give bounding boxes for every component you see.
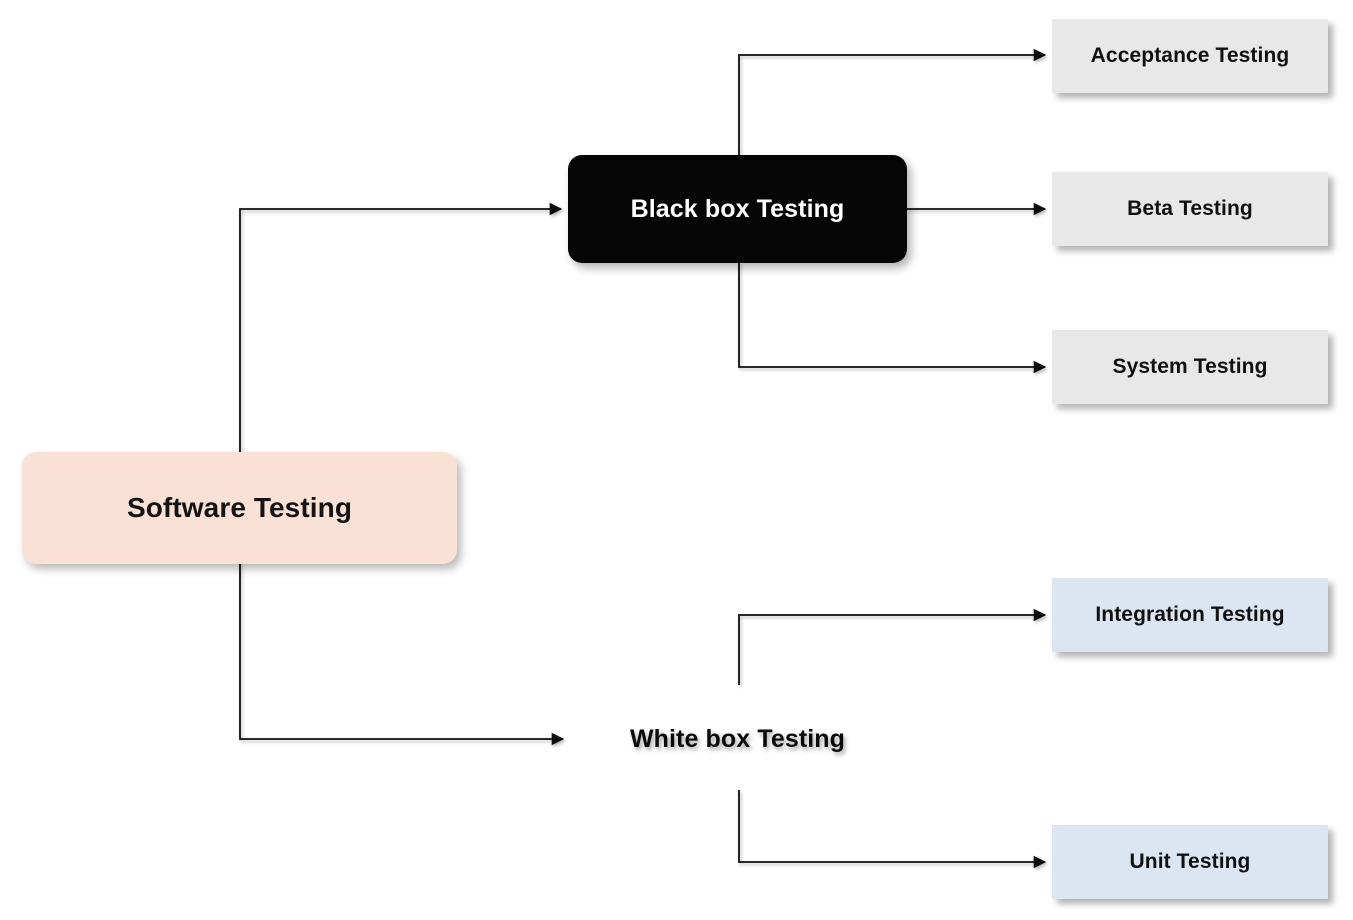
edge-white-box-to-unit: [738, 790, 1047, 869]
node-beta-testing[interactable]: Beta Testing: [1052, 172, 1328, 246]
node-acceptance-testing[interactable]: Acceptance Testing: [1052, 19, 1328, 93]
node-system-testing[interactable]: System Testing: [1052, 330, 1328, 404]
edge-black-box-to-system: [738, 263, 1047, 374]
node-software-testing[interactable]: Software Testing: [22, 452, 457, 564]
node-integration-testing[interactable]: Integration Testing: [1052, 578, 1328, 652]
node-black-box-testing[interactable]: Black box Testing: [568, 155, 907, 263]
node-white-box-testing[interactable]: White box Testing: [629, 724, 846, 753]
edge-black-box-to-acceptance: [738, 48, 1047, 155]
edge-white-box-to-integration: [738, 608, 1047, 685]
node-unit-testing[interactable]: Unit Testing: [1052, 825, 1328, 899]
